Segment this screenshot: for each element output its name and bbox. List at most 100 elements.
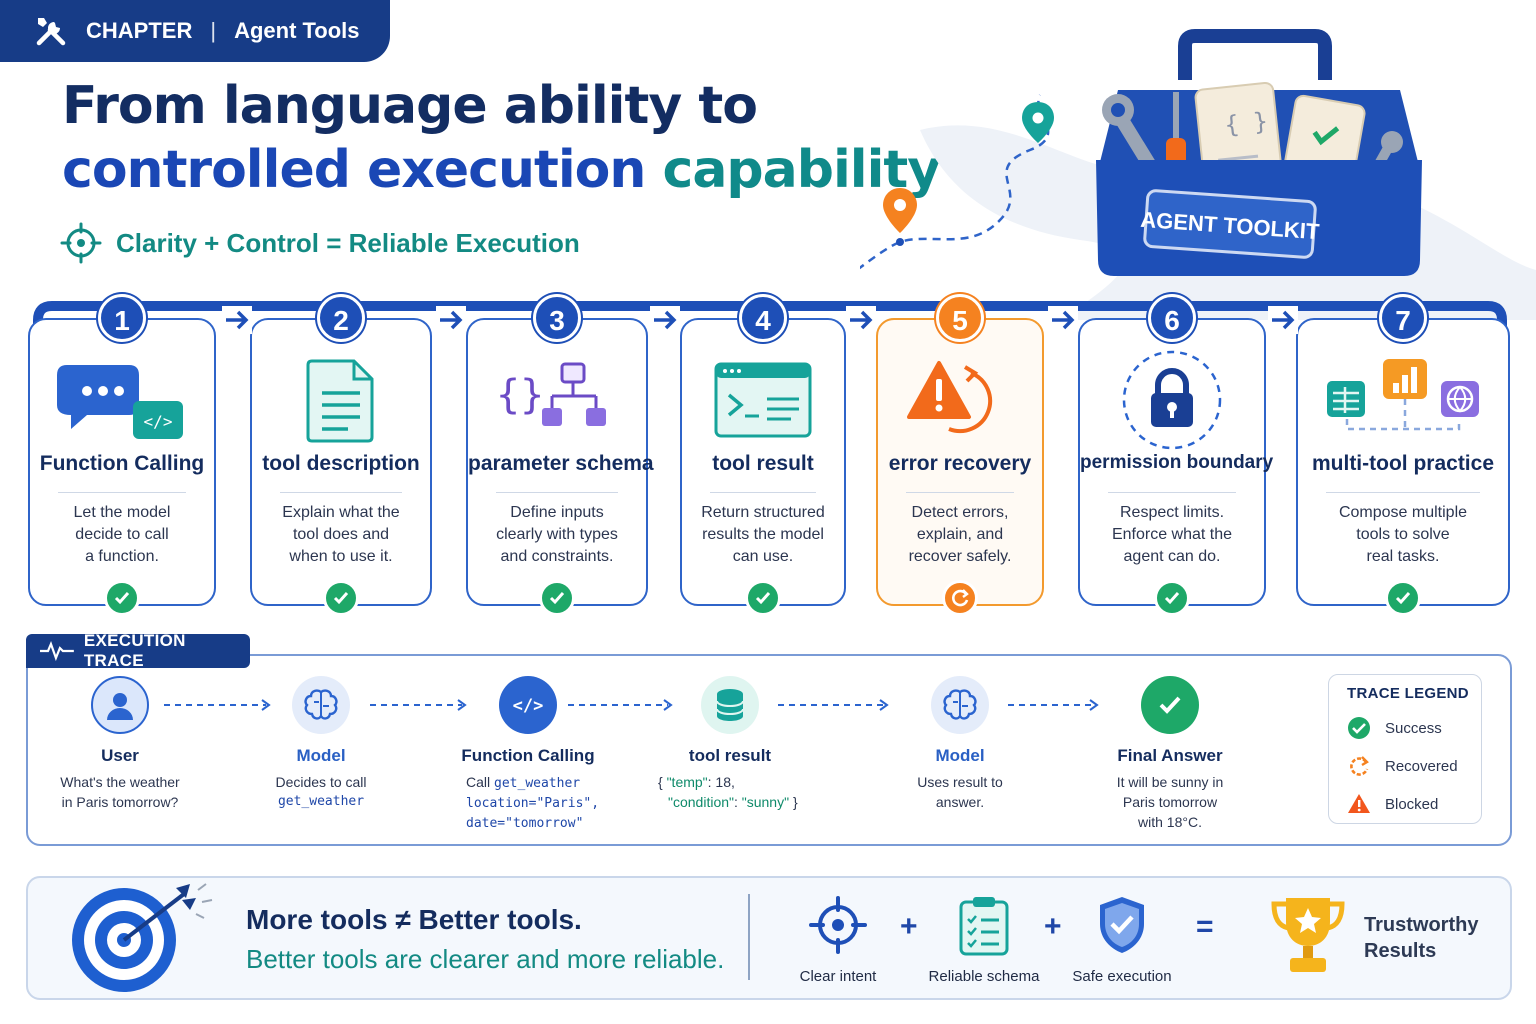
trustworthy-results: Trustworthy Results [1364, 914, 1479, 962]
arrow-right-icon [1048, 306, 1078, 334]
brain-icon [292, 676, 350, 734]
svg-text:{}: {} [496, 372, 544, 418]
divider [280, 492, 402, 493]
clipboard-checklist-icon [959, 897, 1009, 956]
title-controlled-execution: controlled execution [62, 140, 646, 200]
check-icon [323, 580, 359, 616]
check-icon [1154, 580, 1190, 616]
divider [710, 492, 816, 493]
step-number: 7 [1379, 294, 1427, 342]
svg-text:</>: </> [513, 696, 544, 716]
shield-check-icon [1100, 897, 1144, 953]
warning-retry-icon [907, 361, 993, 433]
step-number: 2 [317, 294, 365, 342]
step-card-5[interactable]: 5 error recovery Detect errors,explain, … [876, 294, 1044, 616]
pulse-icon [40, 641, 74, 661]
step-title: Function Calling [39, 452, 205, 475]
success-icon [1348, 717, 1370, 739]
tagline-text: Clarity + Control = Reliable Execution [116, 227, 580, 258]
step-title: tool result [712, 452, 814, 475]
database-icon [701, 676, 759, 734]
trophy-icon [1271, 898, 1345, 972]
summary-panel [26, 876, 1512, 1000]
blocked-warning-icon [1348, 794, 1370, 813]
clear-intent: Clear intent [768, 894, 908, 985]
chapter-separator: | [210, 18, 217, 43]
divider [1326, 492, 1480, 493]
summary-headline: More tools ≠ Better tools. [246, 904, 582, 935]
safe-execution: Safe execution [1052, 894, 1192, 985]
crosshair-icon [60, 222, 102, 264]
page-title-line1: From language ability to [62, 76, 758, 136]
trace-legend: TRACE LEGEND Success Recovered Blocked [1328, 674, 1482, 824]
arrow-right-icon [436, 306, 466, 334]
chat-code-icon: </> [57, 365, 183, 439]
check-icon [104, 580, 140, 616]
step-title: permission boundary [1080, 452, 1274, 473]
step-title: error recovery [888, 452, 1032, 475]
chapter-name: Agent Tools [234, 18, 360, 43]
dashed-arrow-icon [370, 699, 467, 711]
arrow-right-icon [1268, 306, 1298, 334]
code-icon: </> [499, 676, 557, 734]
page-title-line2: controlled execution capability [62, 140, 941, 200]
trace-tool-result: tool result { "temp": 18, "condition": "… [630, 676, 830, 812]
divider [1108, 492, 1236, 493]
check-icon [539, 580, 575, 616]
step-number: 1 [98, 294, 146, 342]
check-icon [745, 580, 781, 616]
trace-label: EXECUTION TRACE [83, 631, 186, 670]
arrow-right-icon [846, 306, 876, 334]
step-title: multi-tool practice [1311, 452, 1495, 475]
lock-icon [1122, 350, 1222, 450]
legend-item-blocked: Blocked [1347, 792, 1481, 816]
step-number: 4 [739, 294, 787, 342]
plus-sign: + [1044, 910, 1062, 943]
dashed-arrow-icon [1008, 699, 1099, 711]
step-card-6[interactable]: 6 permission boundary Respect limits.Enf… [1078, 294, 1274, 616]
divider [58, 492, 186, 493]
terminal-icon [714, 362, 812, 438]
recovered-icon [942, 580, 978, 616]
user-icon [91, 676, 149, 734]
divider [496, 492, 618, 493]
dashed-arrow-icon [568, 699, 673, 711]
multi-tool-icon [1327, 359, 1479, 431]
trace-function-calling: </> Function Calling Call get_weather lo… [428, 676, 628, 834]
document-icon [306, 359, 374, 443]
reliable-schema: Reliable schema [914, 894, 1054, 985]
brain-icon [931, 676, 989, 734]
step-number: 5 [936, 294, 984, 342]
arrow-right-icon [222, 306, 252, 334]
step-number: 6 [1148, 294, 1196, 342]
target-icon [72, 883, 213, 992]
execution-trace-tab: EXECUTION TRACE [26, 631, 250, 670]
tagline: Clarity + Control = Reliable Execution [60, 222, 580, 264]
toolkit-illustration: { } AGENT TOOLKIT [860, 29, 1536, 320]
teal-pin-icon [1022, 102, 1054, 143]
legend-title: TRACE LEGEND [1347, 685, 1469, 702]
legend-item-success: Success [1347, 716, 1481, 740]
crosshair-icon [809, 896, 867, 954]
tools-icon [36, 18, 66, 46]
chapter-tab: CHAPTER | Agent Tools [0, 0, 390, 62]
orange-pin-icon [883, 188, 917, 246]
plus-sign: + [900, 910, 918, 943]
check-icon [1385, 580, 1421, 616]
divider [906, 492, 1014, 493]
